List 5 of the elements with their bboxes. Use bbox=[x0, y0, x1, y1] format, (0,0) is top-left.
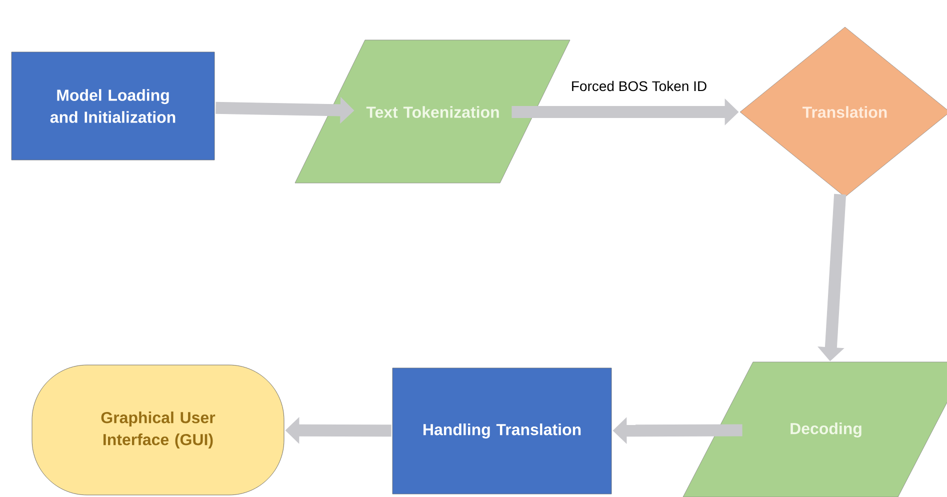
process-box: Model Loading and Initialization bbox=[11, 52, 215, 160]
data-parallelogram: Text Tokenization bbox=[294, 40, 570, 184]
edge-label: Forced BOS Token ID bbox=[572, 80, 706, 92]
process-box: Handling Translation bbox=[392, 368, 612, 494]
data-parallelogram: Decoding bbox=[682, 362, 947, 497]
